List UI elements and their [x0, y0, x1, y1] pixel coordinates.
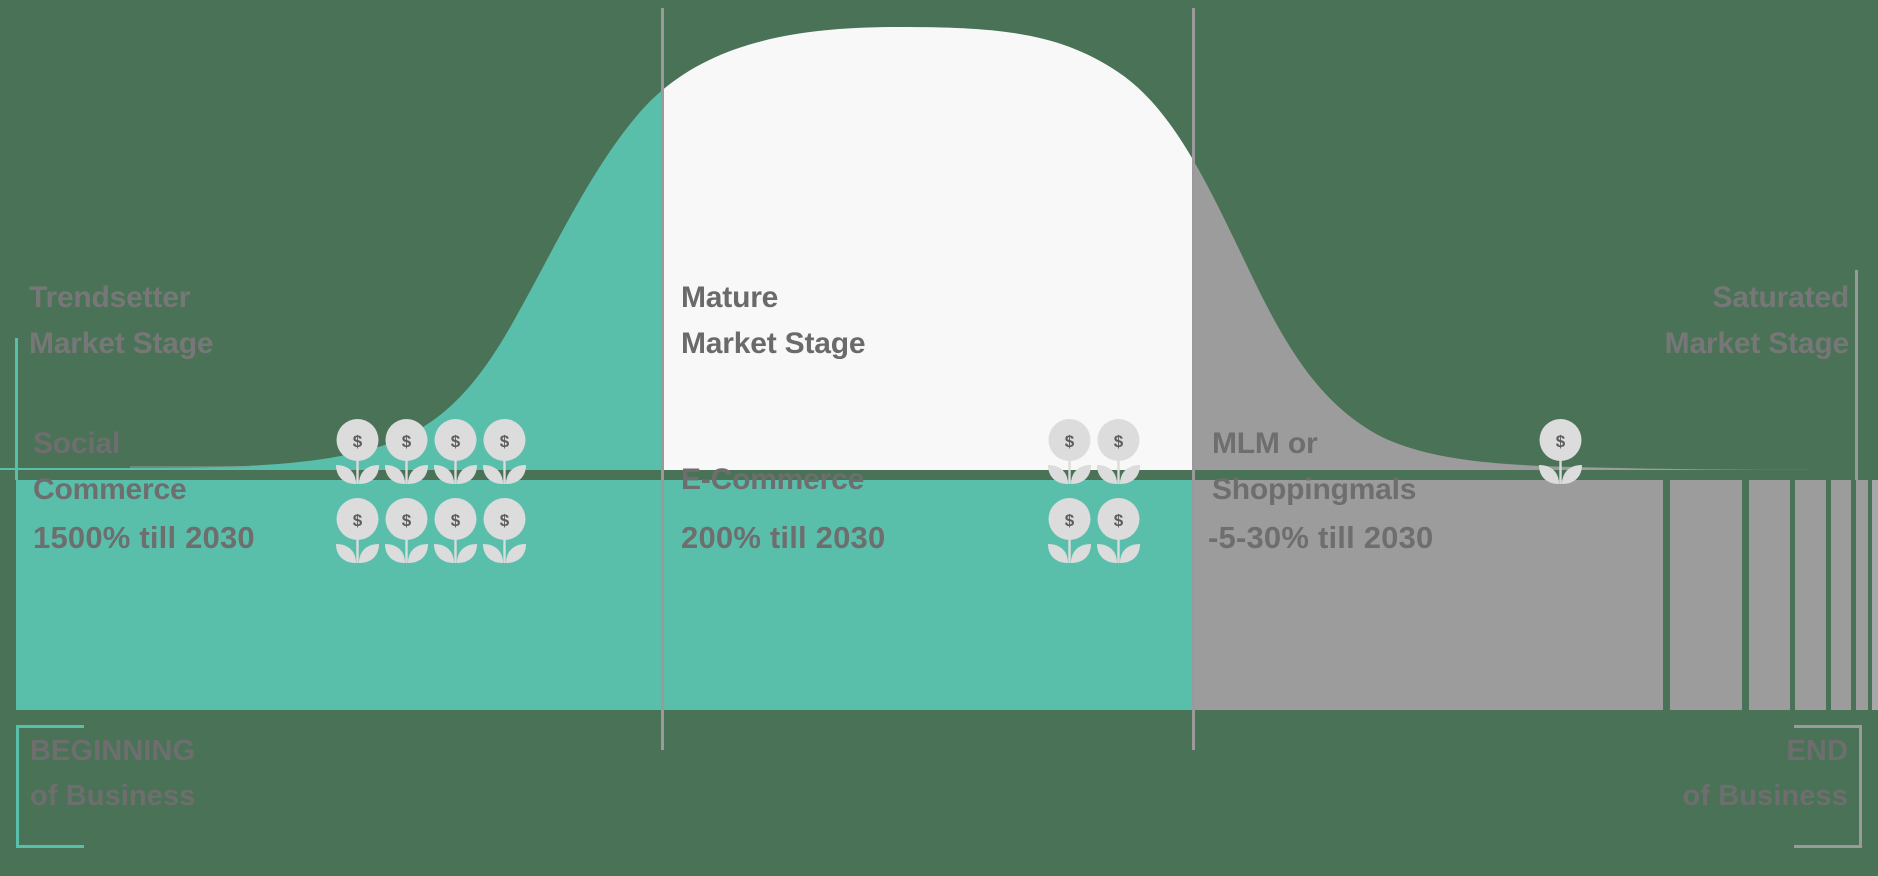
svg-text:$: $: [1114, 511, 1124, 530]
right-axis-line: [1855, 270, 1858, 480]
svg-text:$: $: [451, 511, 461, 530]
band-trailing-bars: [1670, 480, 1878, 710]
svg-text:$: $: [451, 432, 461, 451]
curve-baseline-hairline: [130, 466, 250, 468]
end-bracket: [1794, 725, 1862, 848]
stage-label-saturated: Saturated Market Stage: [1664, 281, 1850, 360]
money-flower-icon: $: [382, 418, 431, 497]
end-bracket-vertical: [1859, 725, 1862, 848]
band-title-e-commerce: E-Commerce: [681, 463, 865, 496]
money-flower-icon: $: [333, 418, 382, 497]
beginning-bracket-bottom: [16, 845, 84, 848]
money-flower-icon: $: [1094, 418, 1143, 497]
band-mlm-shoppingmals: [1193, 480, 1663, 710]
money-flower-icon: $: [431, 497, 480, 576]
svg-text:$: $: [353, 432, 363, 451]
svg-text:$: $: [402, 511, 412, 530]
money-flower-icon: $: [480, 497, 529, 576]
svg-text:$: $: [1114, 432, 1124, 451]
end-of-business-label: END of Business: [1682, 735, 1848, 812]
svg-text:$: $: [500, 432, 510, 451]
money-flower-grid-social-commerce: $ $ $ $ $ $ $ $: [333, 418, 529, 576]
band-growth-e-commerce: 200% till 2030: [681, 520, 886, 555]
money-flower-icon: $: [1094, 497, 1143, 576]
beginning-bracket: [16, 725, 84, 848]
svg-text:$: $: [353, 511, 363, 530]
money-flower-icon: $: [1045, 497, 1094, 576]
money-flower-icon: $: [480, 418, 529, 497]
band-growth-social-commerce: 1500% till 2030: [33, 520, 255, 555]
money-flower-icon: $: [431, 418, 480, 497]
svg-text:$: $: [1065, 511, 1075, 530]
money-flower-icon: $: [333, 497, 382, 576]
beginning-of-business-label: BEGINNING of Business: [30, 735, 196, 812]
stage-label-trendsetter: Trendsetter Market Stage: [29, 281, 214, 360]
end-bracket-top: [1794, 725, 1862, 728]
money-flower-icon: $: [1536, 418, 1585, 497]
stage-divider-1: [661, 8, 664, 750]
svg-text:$: $: [1065, 432, 1075, 451]
svg-text:$: $: [402, 432, 412, 451]
band-title-mlm-shoppingmals: MLM or Shoppingmals: [1212, 427, 1417, 506]
money-flower-grid-mlm-shoppingmals: $: [1536, 418, 1585, 497]
band-title-social-commerce: Social Commerce: [33, 427, 187, 506]
end-bracket-bottom: [1794, 845, 1862, 848]
svg-text:$: $: [1556, 432, 1566, 451]
svg-text:$: $: [500, 511, 510, 530]
money-flower-grid-e-commerce: $ $ $ $: [1045, 418, 1143, 576]
curve-segment-mature: [662, 27, 1193, 470]
money-flower-icon: $: [1045, 418, 1094, 497]
stage-label-mature: Mature Market Stage: [681, 281, 866, 360]
left-axis-line: [15, 338, 18, 480]
money-flower-icon: $: [382, 497, 431, 576]
band-growth-mlm-shoppingmals: -5-30% till 2030: [1208, 520, 1434, 555]
beginning-bracket-vertical: [16, 725, 19, 848]
beginning-bracket-top: [16, 725, 84, 728]
stage-divider-2: [1192, 8, 1195, 750]
